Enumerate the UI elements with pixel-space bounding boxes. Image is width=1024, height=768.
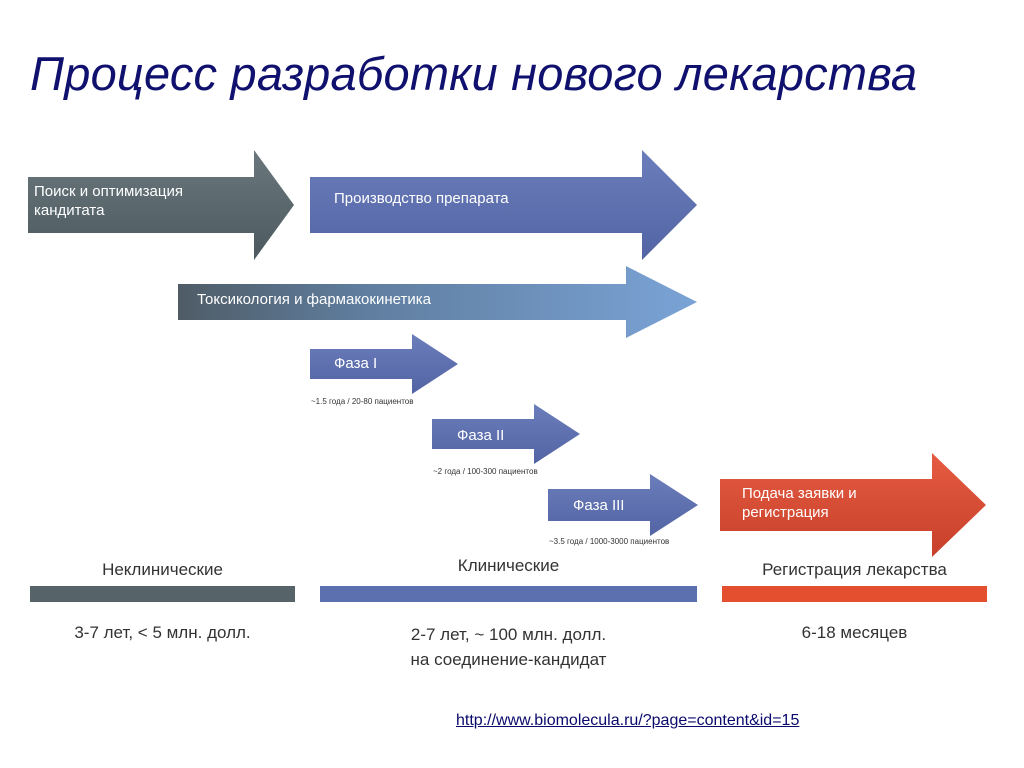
source-link[interactable]: http://www.biomolecula.ru/?page=content&… xyxy=(456,712,800,729)
arrow-phase-2: Фаза II xyxy=(432,404,580,464)
arrow-toxicology-label: Токсикология и фармакокинетика xyxy=(197,291,431,308)
stage-desc-registration: 6-18 месяцев xyxy=(801,623,908,642)
stage-bar-preclinical xyxy=(30,586,295,602)
arrow-phase-1-label: Фаза I xyxy=(334,355,378,372)
stage-desc-preclinical: 3-7 лет, < 5 млн. долл. xyxy=(74,623,251,642)
arrow-candidate-search-label: Поиск и оптимизация кандитата xyxy=(34,183,183,219)
arrow-phase-3-shape xyxy=(548,474,698,536)
arrow-phase-3-label: Фаза III xyxy=(573,497,625,514)
arrow-phase-2-label: Фаза II xyxy=(457,427,505,444)
arrow-phase-2-shape xyxy=(432,404,580,464)
arrow-drug-production-shape xyxy=(310,150,697,260)
stage-bar-clinical xyxy=(320,586,697,602)
arrow-candidate-search-shape xyxy=(28,150,294,260)
stage-label-registration: Регистрация лекарства xyxy=(762,560,947,579)
stage-label-preclinical: Неклинические xyxy=(102,560,223,579)
arrow-phase-1: Фаза I xyxy=(310,334,458,394)
stage-desc-clinical: 2-7 лет, ~ 100 млн. долл. на соединение-… xyxy=(410,625,607,669)
arrow-submission: Подача заявки и регистрация xyxy=(720,453,986,557)
phase-2-note: ~2 года / 100-300 пациентов xyxy=(433,467,538,476)
stage-bar-registration xyxy=(722,586,987,602)
arrow-candidate-search: Поиск и оптимизация кандитата xyxy=(28,150,294,260)
arrow-toxicology: Токсикология и фармакокинетика xyxy=(178,266,697,338)
page-title: Процесс разработки нового лекарства xyxy=(30,47,918,100)
arrow-submission-label: Подача заявки и регистрация xyxy=(742,485,857,521)
arrow-toxicology-shape xyxy=(178,266,697,338)
stage-label-clinical: Клинические xyxy=(457,556,560,575)
arrow-drug-production: Производство препарата xyxy=(310,150,697,260)
arrow-submission-shape xyxy=(720,453,986,557)
arrow-phase-1-shape xyxy=(310,334,458,394)
phase-3-note: ~3.5 года / 1000-3000 пациентов xyxy=(549,537,670,546)
arrow-phase-3: Фаза III xyxy=(548,474,698,536)
phase-1-note: ~1.5 года / 20-80 пациентов xyxy=(311,397,414,406)
arrow-drug-production-label: Производство препарата xyxy=(334,190,509,207)
